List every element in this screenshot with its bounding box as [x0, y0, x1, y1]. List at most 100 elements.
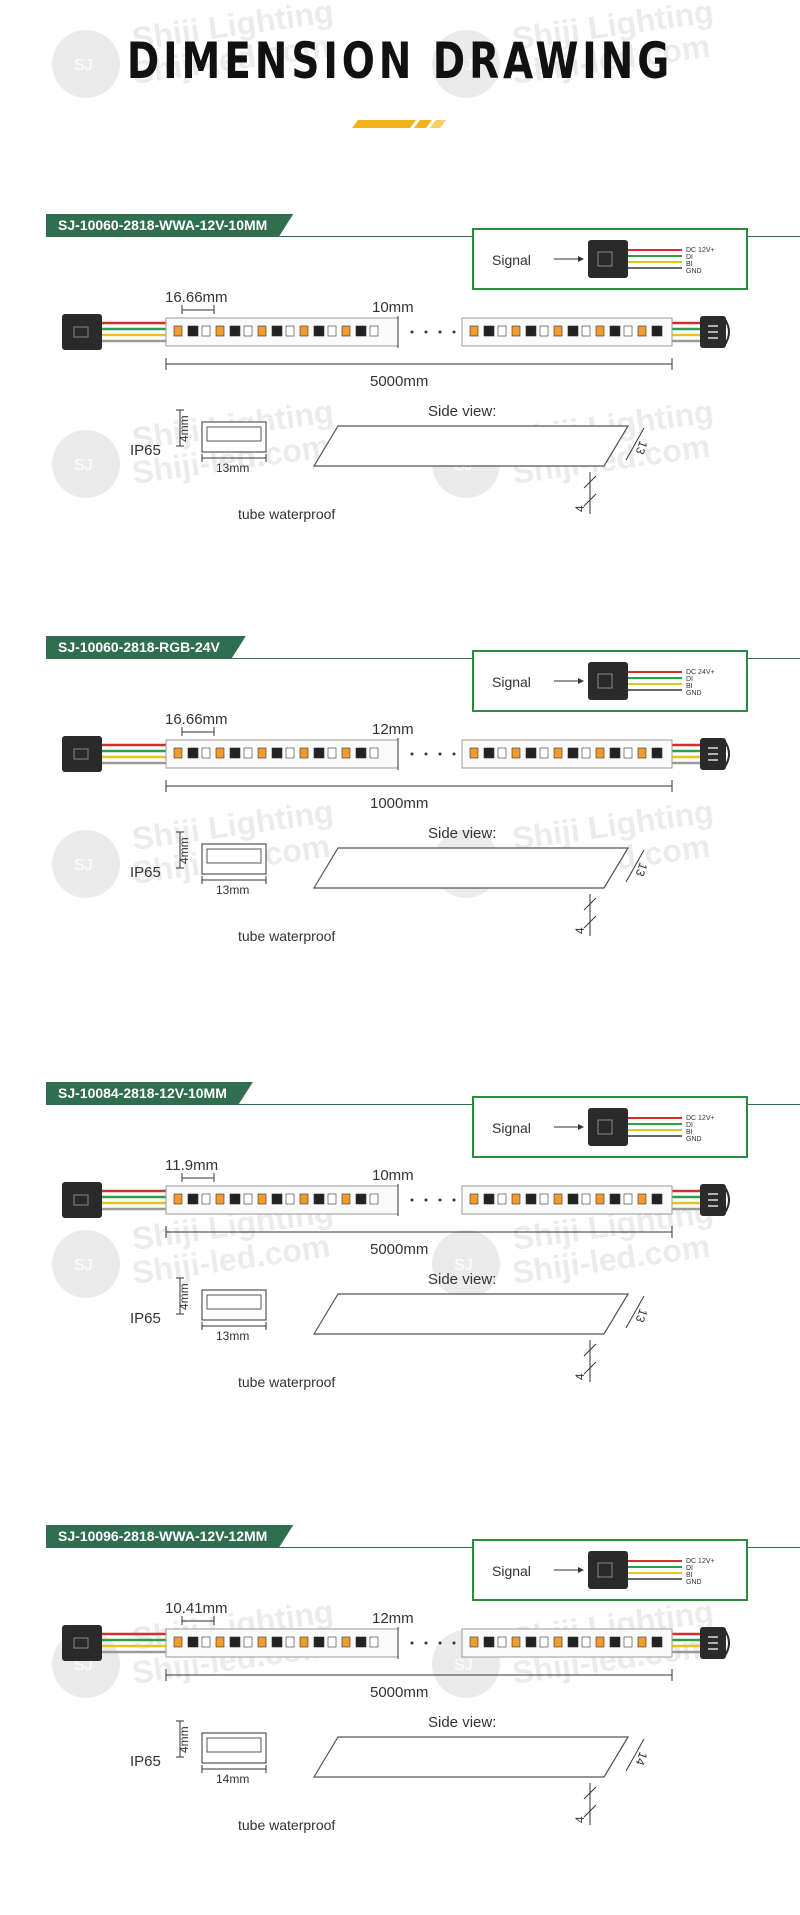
led-chip-group-right — [469, 1636, 663, 1648]
led-resistor-chip — [215, 1636, 225, 1648]
title-accent-bar — [352, 120, 446, 128]
led-resistor-chip — [173, 1636, 183, 1648]
connector-slot — [597, 251, 613, 267]
break-dot — [424, 330, 428, 334]
tube-waterproof-label: tube waterproof — [238, 928, 336, 944]
tube-waterproof-label: tube waterproof — [238, 1817, 336, 1833]
led-chip — [623, 1193, 633, 1205]
led-ic-chip — [187, 1636, 199, 1648]
led-resistor-chip — [299, 747, 309, 759]
tube-height-label: 4mm — [177, 1726, 191, 1753]
tube-waterproof-label: tube waterproof — [238, 506, 336, 522]
model-banner: SJ-10084-2818-12V-10MM — [46, 1082, 800, 1106]
led-chip — [201, 1636, 211, 1648]
led-resistor-chip — [341, 747, 351, 759]
side-view-title: Side view: — [428, 403, 496, 420]
led-chip — [369, 747, 379, 759]
led-chip — [497, 1193, 507, 1205]
led-chip — [327, 325, 337, 337]
model-title: SJ-10060-2818-RGB-24V — [46, 636, 246, 658]
side-width-label: 13 — [633, 861, 651, 879]
led-resistor-chip — [215, 325, 225, 337]
connector-latch — [723, 739, 730, 769]
strip-drawing: 16.66mm 10mm 5000mm 4mm 13mm Side view: — [62, 289, 730, 514]
led-chip — [497, 325, 507, 337]
led-chip — [369, 1193, 379, 1205]
led-ic-chip — [187, 1193, 199, 1205]
side-height-tick — [583, 1786, 597, 1800]
led-resistor-chip — [299, 1193, 309, 1205]
wire-label-di: DI — [686, 1122, 693, 1129]
led-resistor-chip — [173, 747, 183, 759]
connector-latch — [723, 1628, 730, 1658]
side-view-title: Side view: — [428, 1714, 496, 1731]
led-chip — [243, 1636, 253, 1648]
model-banner: SJ-10096-2818-WWA-12V-12MM — [46, 1525, 800, 1549]
led-resistor-chip — [257, 1636, 267, 1648]
led-ic-chip — [271, 747, 283, 759]
led-ic-chip — [651, 1636, 663, 1648]
length-label: 5000mm — [370, 1684, 428, 1701]
arrow-head — [578, 1124, 584, 1130]
led-ic-chip — [271, 325, 283, 337]
led-resistor-chip — [257, 325, 267, 337]
arrow-head — [578, 1567, 584, 1573]
banner-rule — [46, 236, 800, 237]
arrow-head — [578, 678, 584, 684]
led-chip — [327, 1636, 337, 1648]
led-resistor-chip — [637, 747, 647, 759]
length-label: 1000mm — [370, 795, 428, 812]
side-view-edge — [603, 1736, 629, 1778]
led-resistor-chip — [341, 1193, 351, 1205]
led-ic-chip — [187, 747, 199, 759]
strip-width-label: 10mm — [372, 299, 414, 316]
strip-drawing: 16.66mm 12mm 1000mm 4mm 13mm Side view: — [62, 711, 730, 936]
break-dot — [452, 1641, 456, 1645]
page-header: DIMENSION DRAWING — [0, 0, 800, 140]
led-chip — [581, 1193, 591, 1205]
led-strip-segment-right — [461, 1185, 673, 1215]
led-ic-chip — [229, 747, 241, 759]
pitch-label: 16.66mm — [165, 711, 228, 728]
signal-label: Signal — [492, 252, 531, 268]
side-height-tick — [583, 493, 597, 507]
led-resistor-chip — [511, 1193, 521, 1205]
tube-inner — [206, 848, 262, 864]
model-banner: SJ-10060-2818-RGB-24V — [46, 636, 800, 660]
led-ic-chip — [609, 325, 621, 337]
wire-label-di: DI — [686, 1565, 693, 1572]
ip-rating-label: IP65 — [130, 864, 161, 881]
led-ic-chip — [525, 325, 537, 337]
pitch-label: 11.9mm — [165, 1157, 218, 1174]
led-resistor-chip — [469, 325, 479, 337]
led-chip — [285, 325, 295, 337]
led-chip — [539, 1193, 549, 1205]
led-chip — [497, 747, 507, 759]
led-chip — [623, 1636, 633, 1648]
led-ic-chip — [229, 1193, 241, 1205]
signal-connector-graphic: DC 24V+ DI BI GND — [554, 662, 715, 700]
led-ic-chip — [313, 1193, 325, 1205]
wire-label-gnd: GND — [686, 268, 702, 275]
led-chip — [581, 747, 591, 759]
tube-waterproof-label: tube waterproof — [238, 1374, 336, 1390]
led-ic-chip — [483, 1636, 495, 1648]
led-resistor-chip — [469, 747, 479, 759]
product-section-3: SJ-10084-2818-12V-10MM Signal DC 12V+ DI… — [0, 1082, 800, 1442]
led-chip — [243, 325, 253, 337]
break-dot — [452, 1198, 456, 1202]
signal-connector-graphic: DC 12V+ DI BI GND — [554, 1551, 715, 1589]
side-height-tick — [583, 1804, 597, 1818]
led-ic-chip — [609, 747, 621, 759]
led-ic-chip — [567, 325, 579, 337]
side-width-label: 13 — [633, 439, 651, 457]
break-dot — [424, 752, 428, 756]
page-title: DIMENSION DRAWING — [126, 32, 674, 90]
led-chip — [285, 1636, 295, 1648]
led-ic-chip — [187, 325, 199, 337]
product-section-4: SJ-10096-2818-WWA-12V-12MM Signal DC 12V… — [0, 1525, 800, 1885]
connector-plug-icon — [588, 1551, 628, 1589]
strip-width-label: 12mm — [372, 1610, 414, 1627]
led-chip — [497, 1636, 507, 1648]
side-height-tick — [583, 915, 597, 929]
